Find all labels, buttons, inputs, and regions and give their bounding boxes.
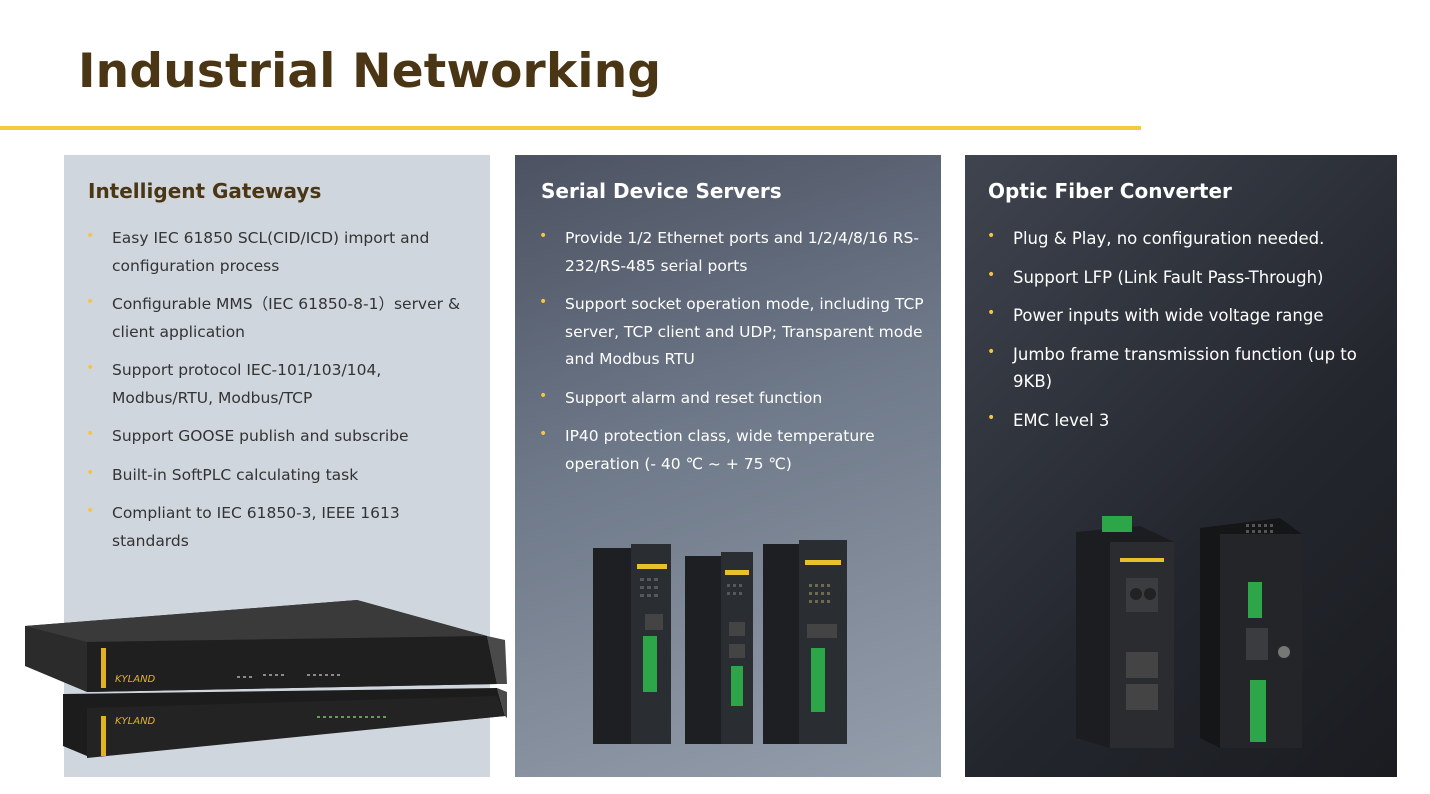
bullet-item: •Support GOOSE publish and subscribe: [86, 423, 476, 451]
bullet-icon: •: [987, 343, 996, 360]
bullet-icon: •: [86, 464, 95, 481]
bullet-list: •Easy IEC 61850 SCL(CID/ICD) import and …: [86, 225, 476, 566]
bullet-icon: •: [987, 409, 996, 426]
bullet-list: •Provide 1/2 Ethernet ports and 1/2/4/8/…: [539, 225, 934, 489]
bullet-item: •Plug & Play, no configuration needed.: [987, 225, 1387, 253]
bullet-item: •Power inputs with wide voltage range: [987, 302, 1387, 330]
bullet-icon: •: [86, 360, 95, 376]
slide-title: Industrial Networking: [78, 44, 662, 99]
bullet-item: •EMC level 3: [987, 407, 1387, 435]
panel-title: Intelligent Gateways: [88, 179, 322, 203]
bullet-icon: •: [539, 426, 548, 442]
bullet-item: •Support protocol IEC-101/103/104, Modbu…: [86, 357, 476, 412]
bullet-item: •Support socket operation mode, includin…: [539, 291, 934, 374]
brand-logo: KYLAND: [115, 674, 156, 685]
bullet-icon: •: [987, 305, 996, 321]
rack-gateway-image: KYLAND KYLAND: [25, 600, 507, 758]
bullet-item: •IP40 protection class, wide temperature…: [539, 423, 934, 478]
bullet-item: •Built-in SoftPLC calculating task: [86, 462, 476, 490]
bullet-item: •Compliant to IEC 61850-3, IEEE 1613 sta…: [86, 500, 476, 555]
bullet-item: •Provide 1/2 Ethernet ports and 1/2/4/8/…: [539, 225, 934, 280]
bullet-icon: •: [86, 426, 95, 442]
bullet-icon: •: [86, 503, 95, 519]
bullet-icon: •: [539, 294, 548, 310]
bullet-icon: •: [987, 266, 996, 283]
bullet-icon: •: [987, 228, 996, 244]
panel-title: Serial Device Servers: [541, 179, 782, 203]
brand-logo: KYLAND: [115, 716, 156, 727]
bullet-item: •Support alarm and reset function: [539, 385, 934, 413]
panel-optic-fiber-converter: Optic Fiber Converter •Plug & Play, no c…: [965, 155, 1397, 777]
bullet-list: •Plug & Play, no configuration needed. •…: [987, 225, 1387, 445]
bullet-icon: •: [86, 294, 95, 310]
bullet-icon: •: [86, 228, 95, 244]
bullet-icon: •: [539, 228, 548, 244]
bullet-item: •Jumbo frame transmission function (up t…: [987, 341, 1387, 396]
din-rail-server-image: [593, 540, 847, 744]
panel-title: Optic Fiber Converter: [988, 179, 1232, 203]
bullet-item: •Support LFP (Link Fault Pass-Through): [987, 264, 1387, 292]
title-underline: [0, 126, 1141, 130]
fiber-converter-image: [1076, 516, 1302, 748]
bullet-item: •Configurable MMS（IEC 61850-8-1）server &…: [86, 291, 476, 346]
bullet-icon: •: [539, 387, 548, 404]
bullet-item: •Easy IEC 61850 SCL(CID/ICD) import and …: [86, 225, 476, 280]
